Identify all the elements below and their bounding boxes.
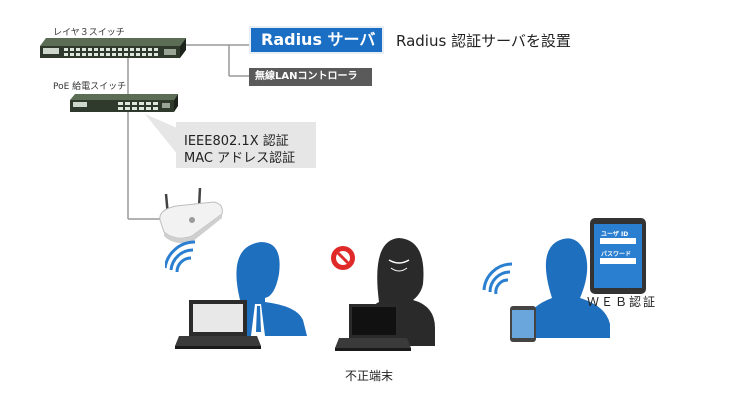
tablet-user-id-label: ユーザ ID — [601, 231, 629, 238]
radius-server-description: Radius 認証サーバを設置 — [396, 32, 571, 50]
auth-method-ieee8021x: IEEE802.1X 認証 — [184, 134, 289, 149]
wifi-icon — [165, 240, 196, 273]
poe-switch-icon — [70, 94, 178, 112]
layer3-switch-label: レイヤ３スイッチ — [53, 28, 125, 38]
auth-callout-bubble — [145, 114, 316, 168]
access-point-icon — [159, 187, 223, 244]
layer3-switch-icon — [40, 38, 186, 58]
web-auth-label: ＷＥＢ認証 — [587, 295, 658, 309]
fraud-terminal-label: 不正端末 — [345, 369, 394, 383]
tablet-password-label: パスワード — [601, 251, 632, 258]
fraud-terminal-illustration — [331, 238, 435, 351]
wireless-lan-controller-box: 無線LANコントローラ — [249, 68, 372, 86]
auth-methods-text: IEEE802.1X 認証 MAC アドレス認証 — [184, 133, 295, 167]
auth-method-mac: MAC アドレス認証 — [184, 151, 296, 166]
laptop-user-illustration — [165, 240, 307, 349]
wifi-icon-web — [482, 262, 513, 295]
web-auth-user-illustration — [482, 218, 646, 342]
radius-server-box: Radius サーバ — [249, 26, 384, 54]
block-icon — [331, 246, 355, 270]
poe-switch-label: PoE 給電スイッチ — [53, 82, 127, 92]
